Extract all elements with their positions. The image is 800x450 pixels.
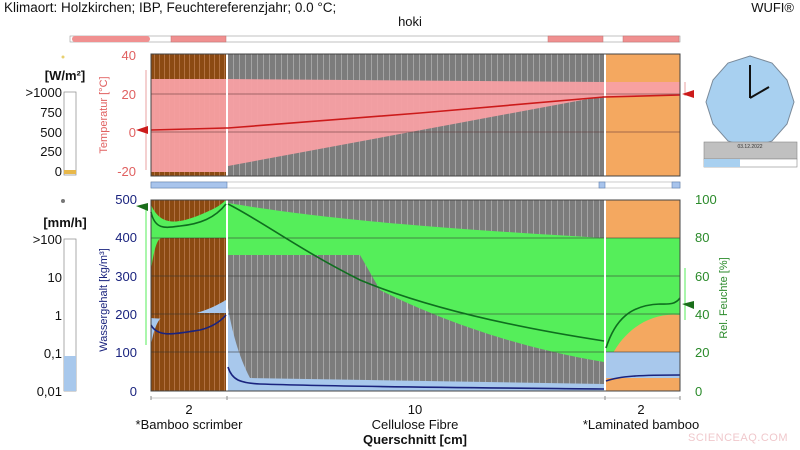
wc-tick-3: 200 [115,307,137,322]
temp-left-marker-icon [136,126,148,134]
simulation-clock [705,55,795,149]
layer-thickness-2: 2 [637,402,644,417]
watermark: SCIENCEAQ.COM [687,432,788,444]
temp-tick-0: 40 [122,48,136,63]
radiation-tick-1: 750 [40,105,62,120]
rain-tick-3: 0,1 [44,346,62,361]
radiation-tick-2: 500 [40,125,62,140]
temp-tick-2: 0 [129,125,136,140]
rh-tick-4: 20 [695,345,709,360]
relative-humidity-line [150,203,681,349]
water-content-line [150,314,681,390]
rh-tick-3: 40 [695,307,709,322]
moisture-chart [150,199,681,392]
x-axis-label: Querschnitt [cm] [363,432,467,447]
climate-location-title: Klimaort: Holzkirchen; IBP, Feuchterefer… [4,0,337,15]
temperature-axis-label: Temperatur [°C] [98,76,110,153]
layer-name-1: Cellulose Fibre [372,417,459,432]
wufi-brand: WUFI® [751,0,794,15]
temp-tick-1: 20 [122,87,136,102]
water-content-axis-label: Wassergehalt [kg/m³] [98,248,110,352]
simulation-progress-bar [704,159,740,167]
rain-tick-2: 1 [55,308,62,323]
wc-tick-1: 400 [115,230,137,245]
rh-tick-2: 60 [695,269,709,284]
wc-tick-4: 100 [115,345,137,360]
radiation-legend: [W/m²] >1000 750 500 250 0 [25,55,85,179]
temperature-line [150,94,681,131]
temp-right-marker-icon [682,90,694,98]
rain-unit: [mm/h] [43,215,86,230]
temperature-axis: 40 20 0 -20 Temperatur [°C] [98,48,136,179]
relative-humidity-axis: 100 80 60 40 20 0 Rel. Feuchte [%] [695,192,730,399]
rh-left-marker-icon [136,203,148,211]
cross-section-axis [150,396,681,400]
layer-thickness-1: 10 [408,402,422,417]
rh-tick-0: 100 [695,192,717,207]
wc-tick-2: 300 [115,269,137,284]
rain-tick-1: 10 [48,270,62,285]
project-name: hoki [398,14,422,29]
simulation-date: 03.12.2022 [737,144,762,150]
layer-scrollbar[interactable] [150,181,681,189]
rh-tick-5: 0 [695,384,702,399]
rain-legend: [mm/h] >100 10 1 0,1 0,01 [33,199,87,399]
radiation-unit: [W/m²] [45,68,85,83]
water-content-axis: 500 400 300 200 100 0 Wassergehalt [kg/m… [98,192,137,399]
radiation-tick-0: >1000 [25,85,62,100]
rain-tick-0: >100 [33,232,62,247]
layer-name-0: *Bamboo scrimber [136,417,244,432]
radiation-tick-3: 250 [40,144,62,159]
temperature-chart [150,53,681,177]
layer-name-2: *Laminated bamboo [583,417,699,432]
clock-hour-hand [749,86,770,99]
rh-tick-1: 80 [695,230,709,245]
wc-tick-5: 0 [130,384,137,399]
temp-tick-3: -20 [117,164,136,179]
layer-thickness-0: 2 [185,402,192,417]
radiation-tick-4: 0 [55,164,62,179]
surface-climate-bar-top [69,35,681,43]
rain-tick-4: 0,01 [37,384,62,399]
relative-humidity-axis-label: Rel. Feuchte [%] [718,257,730,338]
wc-tick-0: 500 [115,192,137,207]
rh-right-marker-icon [682,301,694,309]
date-progress-box: 03.12.2022 [703,141,798,168]
